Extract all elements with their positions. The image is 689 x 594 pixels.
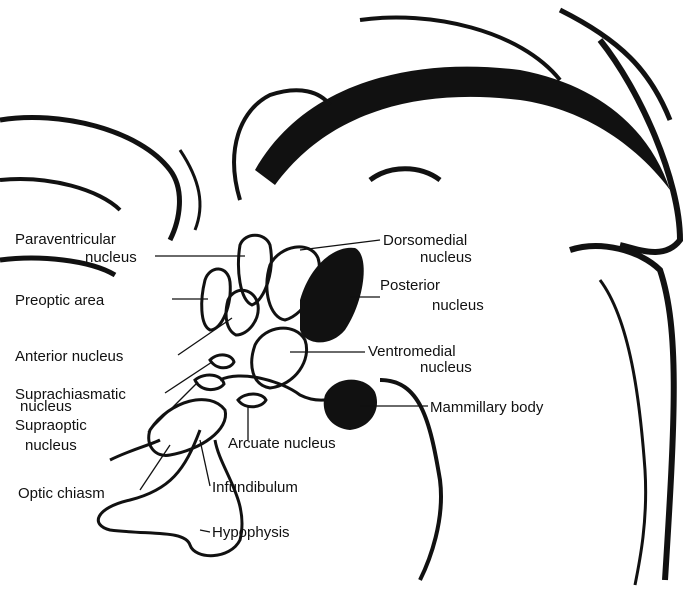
- suprachiasmatic-label-line2: nucleus: [20, 398, 72, 415]
- paraventricular-label-line2: nucleus: [85, 249, 137, 266]
- brainstem-back: [570, 246, 674, 580]
- anterior-nucleus-shape: [226, 290, 258, 335]
- supraoptic-label: Supraoptic: [15, 417, 87, 434]
- pons-line: [600, 280, 646, 585]
- dorsomedial-label: Dorsomedial: [383, 232, 467, 249]
- ventromedial-label-line2: nucleus: [420, 359, 472, 376]
- optic-chiasm-label: Optic chiasm: [18, 485, 105, 502]
- dorsomedial-label-line2: nucleus: [420, 249, 472, 266]
- ventromedial-label: Ventromedial: [368, 343, 456, 360]
- preoptic-area-label: Preoptic area: [15, 292, 105, 309]
- frontal-lobe-inner: [0, 179, 120, 210]
- corpus-callosum: [255, 67, 670, 190]
- lamina-terminalis: [180, 150, 200, 230]
- mammillary-body-label: Mammillary body: [430, 399, 544, 416]
- arcuate-nucleus-shape: [238, 394, 266, 407]
- nuclei: [195, 235, 377, 430]
- supraoptic-leader: [148, 382, 198, 432]
- dorsomedial-leader: [300, 240, 380, 250]
- optic-chiasm-shape: [149, 400, 226, 456]
- suprachiasmatic-nucleus-shape: [210, 355, 234, 368]
- infundibulum-label: Infundibulum: [212, 479, 298, 496]
- hypophysis-label: Hypophysis: [212, 524, 290, 541]
- arcuate-nucleus-label: Arcuate nucleus: [228, 435, 336, 452]
- supraoptic-nucleus-shape: [195, 375, 224, 390]
- paraventricular-label: Paraventricular: [15, 231, 116, 248]
- mammillary-body-shape: [324, 380, 377, 430]
- posterior-nucleus-shape: [300, 248, 364, 343]
- anterior-nucleus-label: Anterior nucleus: [15, 348, 123, 365]
- posterior-label-line2: nucleus: [432, 297, 484, 314]
- posterior-label: Posterior: [380, 277, 440, 294]
- fornix-curve: [370, 169, 440, 180]
- infundibulum-leader: [200, 440, 210, 486]
- hypophysis-leader: [200, 530, 210, 532]
- supraoptic-label-line2: nucleus: [25, 437, 77, 454]
